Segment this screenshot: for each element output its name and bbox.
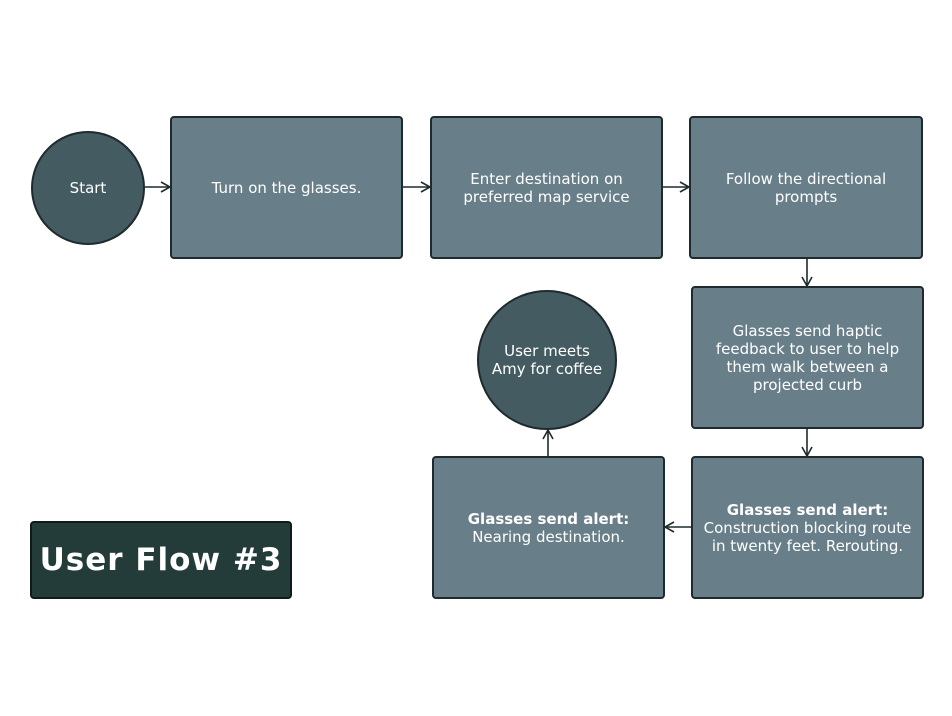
diagram-title: User Flow #3: [30, 521, 292, 599]
end-node: User meets Amy for coffee: [477, 290, 617, 430]
construction-alert-rest: Construction blocking route in twenty fe…: [703, 518, 912, 555]
nearing-alert-rest: Nearing destination.: [472, 527, 625, 546]
haptic-feedback-label: Glasses send haptic feedback to user to …: [715, 321, 900, 394]
nearing-alert-bold: Glasses send alert:: [467, 509, 630, 528]
enter-destination-label: Enter destination on preferred map servi…: [463, 169, 630, 206]
haptic-feedback-node: Glasses send haptic feedback to user to …: [691, 286, 924, 429]
enter-destination-node: Enter destination on preferred map servi…: [430, 116, 663, 259]
construction-alert-label: Glasses send alert: Construction blockin…: [701, 501, 914, 555]
nearing-destination-alert-node: Glasses send alert: Nearing destination.: [432, 456, 665, 599]
follow-prompts-label: Follow the directional prompts: [725, 169, 887, 206]
nearing-destination-alert-label: Glasses send alert: Nearing destination.: [442, 510, 655, 546]
follow-prompts-node: Follow the directional prompts: [689, 116, 923, 259]
start-node-label: Start: [69, 179, 107, 197]
end-node-label: User meets Amy for coffee: [491, 342, 603, 378]
construction-alert-node: Glasses send alert: Construction blockin…: [691, 456, 924, 599]
turn-on-glasses-label: Turn on the glasses.: [211, 178, 362, 197]
turn-on-glasses-node: Turn on the glasses.: [170, 116, 403, 259]
start-node: Start: [31, 131, 145, 245]
construction-alert-bold: Glasses send alert:: [726, 500, 889, 519]
diagram-title-text: User Flow #3: [39, 542, 283, 578]
